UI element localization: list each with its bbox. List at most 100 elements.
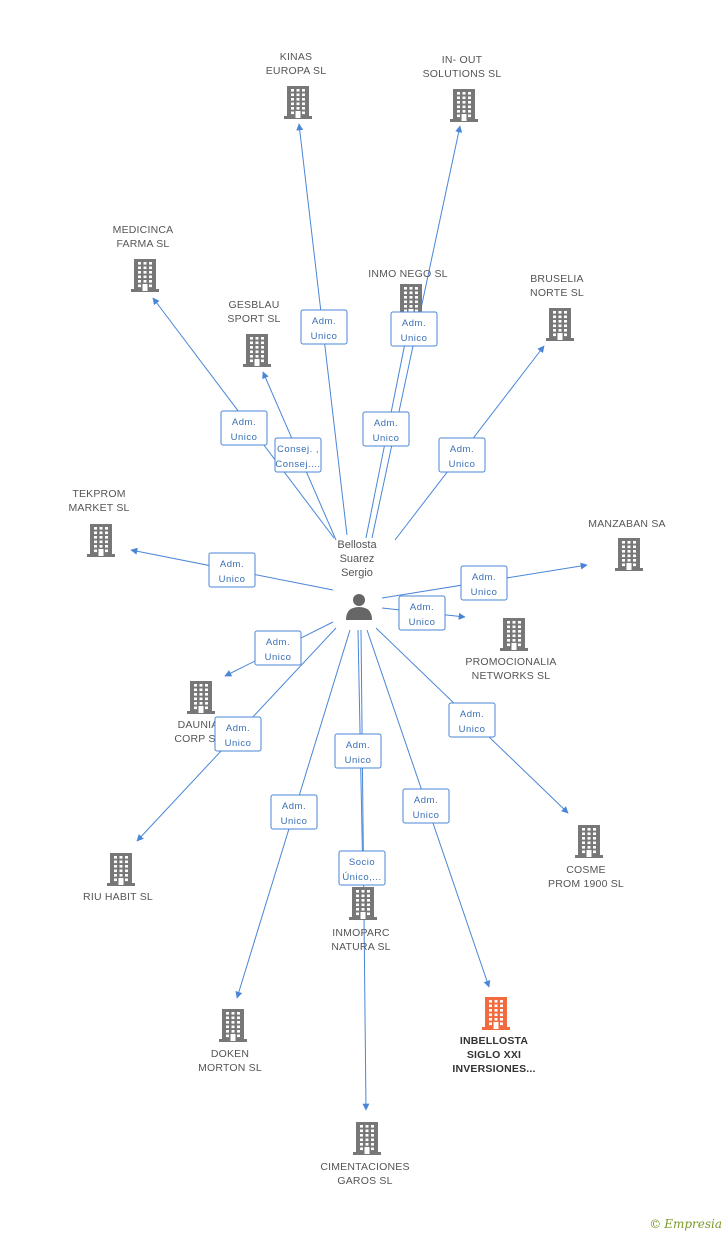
company-label: PROM 1900 SL — [548, 878, 624, 890]
company-label: BRUSELIA — [530, 273, 584, 285]
edge-label-gesblau[interactable]: Consej. , Consej.... — [274, 437, 322, 473]
edge-label-text: Unico — [449, 459, 476, 470]
edge-label-text: Consej. , — [277, 444, 319, 455]
company-node-riuhabit[interactable]: RIU HABIT SL — [83, 853, 153, 903]
edge-label-riuhabit[interactable]: Adm. Unico — [214, 716, 262, 752]
edge-label-cosme[interactable]: Adm. Unico — [448, 702, 496, 738]
edge-label-cimentaciones[interactable]: SocioÚnico,... — [338, 850, 386, 886]
building-icon — [575, 825, 603, 858]
edge-label-text: Adm. — [374, 418, 398, 429]
edge-label-text: Adm. — [282, 801, 306, 812]
edge-label-daunia[interactable]: Adm. Unico — [254, 630, 302, 666]
edge-label-box — [338, 850, 386, 886]
edge-label-text: Consej.... — [275, 459, 320, 470]
company-label: IN- OUT — [442, 54, 483, 66]
edge-label-manzaban[interactable]: Adm.Unico — [460, 565, 508, 601]
edge-label-box — [448, 702, 496, 738]
company-node-inout[interactable]: IN- OUT SOLUTIONS SL — [423, 54, 502, 122]
edge-label-text: Unico — [345, 755, 372, 766]
brand-footer[interactable]: ©Empresia — [649, 1217, 722, 1231]
company-label: KINAS — [280, 51, 313, 63]
edge-label-text: Adm. — [312, 316, 336, 327]
edge-label-box — [220, 410, 268, 446]
company-label: MARKET SL — [68, 502, 129, 514]
company-label: GESBLAU — [228, 299, 279, 311]
edge-label-medicinca[interactable]: Adm. Unico — [220, 410, 268, 446]
edge-label-box — [254, 630, 302, 666]
building-icon — [187, 681, 215, 714]
edge-label-text: Adm. — [410, 602, 434, 613]
edge-label-text: Adm. — [266, 637, 290, 648]
company-label: NORTE SL — [530, 287, 584, 299]
edge-label-box — [438, 437, 486, 473]
edge-label-text: Unico — [373, 433, 400, 444]
edge-label-text: Unico — [281, 816, 308, 827]
edge-label-text: Unico — [225, 738, 252, 749]
company-node-cosme[interactable]: COSME PROM 1900 SL — [548, 825, 624, 890]
brand-name: Empresia — [664, 1217, 722, 1231]
edge-label-box — [390, 311, 438, 347]
edge-label-text: Adm. — [472, 572, 496, 583]
building-icon — [500, 618, 528, 651]
edge-label-box — [214, 716, 262, 752]
edge-label-text: Unico — [231, 432, 258, 443]
edge-label-text: Unico — [401, 333, 428, 344]
edge-label-box — [402, 788, 450, 824]
company-label: MEDICINCA — [113, 224, 174, 236]
company-label: PROMOCIONALIA — [465, 656, 556, 668]
edge-label-text: Unico — [265, 652, 292, 663]
edge-label-doken[interactable]: Adm. Unico — [270, 794, 318, 830]
edge-label-tekprom[interactable]: Adm.Unico — [208, 552, 256, 588]
edge-label-text: Adm. — [232, 417, 256, 428]
edge-label-text: Unico — [311, 331, 338, 342]
edge-label-inout[interactable]: Adm. Unico — [390, 311, 438, 347]
edge-label-inmonego[interactable]: Adm. Unico — [362, 411, 410, 447]
edge-label-bruselia[interactable]: Adm. Unico — [438, 437, 486, 473]
edge-label-inbellosta[interactable]: Adm.Unico — [402, 788, 450, 824]
edge-label-kinas[interactable]: Adm. Unico — [300, 309, 348, 345]
company-node-medicinca[interactable]: MEDICINCA FARMA SL — [113, 224, 174, 292]
edge-label-box — [334, 733, 382, 769]
edge-label-inmoparc[interactable]: Adm.Unico — [334, 733, 382, 769]
building-icon — [450, 89, 478, 122]
company-label: FARMA SL — [117, 238, 170, 250]
edge-label-text: Unico — [459, 724, 486, 735]
company-label: SOLUTIONS SL — [423, 68, 502, 80]
company-node-bruselia[interactable]: BRUSELIA NORTE SL — [530, 273, 584, 341]
company-label: NETWORKS SL — [472, 670, 551, 682]
edge-label-promocionalia[interactable]: Adm.Unico — [398, 595, 446, 631]
building-icon — [546, 308, 574, 341]
edge-label-text: Adm. — [402, 318, 426, 329]
building-icon — [107, 853, 135, 886]
edge-label-text: Adm. — [460, 709, 484, 720]
company-label: MANZABAN SA — [588, 518, 665, 530]
company-label: DOKEN — [211, 1048, 249, 1060]
company-node-promocionalia[interactable]: PROMOCIONALIA NETWORKS SL — [465, 618, 556, 682]
company-node-inmonego[interactable]: INMO NEGO SL — [368, 268, 448, 317]
edge-label-box — [300, 309, 348, 345]
company-label: COSME — [566, 864, 606, 876]
company-label: INMOPARC — [332, 927, 390, 939]
edge-label-text: Adm. — [450, 444, 474, 455]
edge-label-text: Adm. — [226, 723, 250, 734]
company-label: GAROS SL — [337, 1175, 392, 1187]
company-label: SIGLO XXI — [467, 1049, 521, 1061]
company-label: RIU HABIT SL — [83, 891, 153, 903]
edge-label-box — [274, 437, 322, 473]
company-node-manzaban[interactable]: MANZABAN SA — [588, 518, 666, 571]
edge-label-box — [398, 595, 446, 631]
building-icon — [349, 887, 377, 920]
edge-label-box — [270, 794, 318, 830]
building-icon — [219, 1009, 247, 1042]
